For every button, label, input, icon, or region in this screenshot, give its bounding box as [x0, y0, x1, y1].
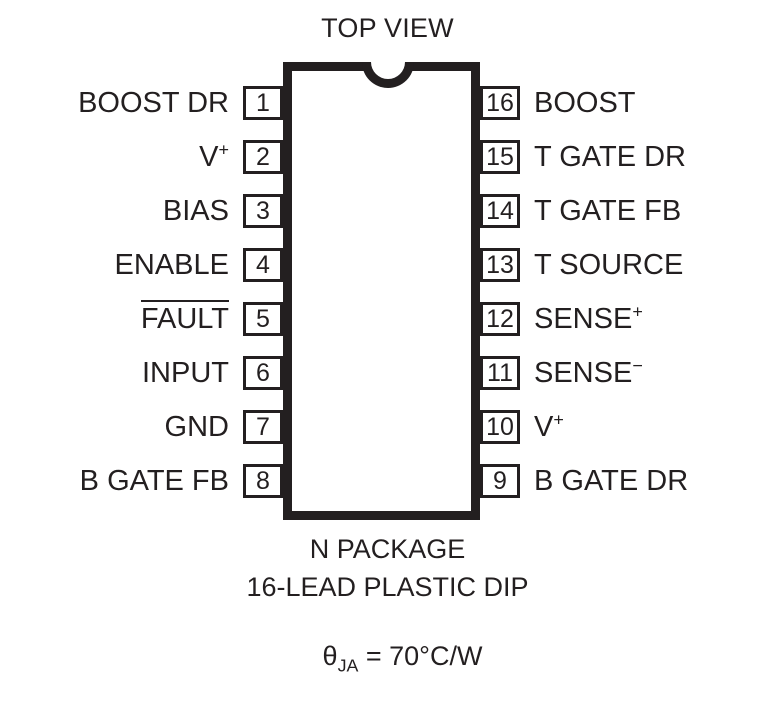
package-name: N PACKAGE: [309, 534, 466, 564]
pin-label: INPUT: [142, 357, 229, 389]
pin-row[interactable]: B GATE FB 8: [0, 464, 283, 498]
pin-label: T SOURCE: [534, 249, 684, 281]
pin-label: B GATE FB: [79, 465, 229, 497]
pin-number-box[interactable]: 9: [480, 464, 520, 498]
pin-row[interactable]: ENABLE 4: [0, 248, 283, 282]
pin-row[interactable]: V+ 2: [0, 140, 283, 174]
pin-label: GND: [164, 411, 229, 443]
pin-label: BOOST: [534, 87, 636, 119]
pin-number-box[interactable]: 3: [243, 194, 283, 228]
pin-row[interactable]: 15 T GATE DR: [480, 140, 775, 174]
pin-row[interactable]: 16 BOOST: [480, 86, 775, 120]
pin-label: BOOST DR: [78, 87, 229, 119]
pin-number-box[interactable]: 1: [243, 86, 283, 120]
pin-label: V+: [534, 409, 564, 443]
pin-row[interactable]: BIAS 3: [0, 194, 283, 228]
thermal-subscript: JA: [337, 655, 359, 676]
pin-number-box[interactable]: 2: [243, 140, 283, 174]
pin-number-box[interactable]: 16: [480, 86, 520, 120]
polarity-superscript: +: [218, 139, 230, 160]
pin-label: B GATE DR: [534, 465, 689, 497]
pin-row[interactable]: 10 V+: [480, 410, 775, 444]
pin-label: SENSE−: [534, 355, 643, 389]
pin-label: BIAS: [162, 195, 229, 227]
pin-label: T GATE FB: [534, 195, 682, 227]
pin-label: ENABLE: [114, 249, 229, 281]
polarity-superscript: +: [553, 409, 564, 430]
pin-row[interactable]: 14 T GATE FB: [480, 194, 775, 228]
thermal-resistance: θJA = 70°C/W: [0, 610, 775, 703]
pin-label: FAULT: [140, 300, 243, 336]
package-description: 16-LEAD PLASTIC DIP: [246, 572, 529, 602]
pin-row[interactable]: 13 T SOURCE: [480, 248, 775, 282]
chip-body-outline: [283, 62, 480, 520]
pin-number-box[interactable]: 4: [243, 248, 283, 282]
pin-row[interactable]: GND 7: [0, 410, 283, 444]
pin-row[interactable]: BOOST DR 1: [0, 86, 283, 120]
pin-number-box[interactable]: 6: [243, 356, 283, 390]
pin-number-box[interactable]: 12: [480, 302, 520, 336]
pin-label: T GATE DR: [534, 141, 686, 173]
pin-number-box[interactable]: 5: [243, 302, 283, 336]
pin-label: V+: [199, 139, 230, 173]
pin-number-box[interactable]: 7: [243, 410, 283, 444]
pin-row[interactable]: 9 B GATE DR: [480, 464, 775, 498]
thermal-symbol: θ: [322, 641, 338, 671]
active-low-overline: FAULT: [140, 300, 229, 335]
pin-row[interactable]: 12 SENSE+: [480, 302, 775, 336]
polarity-superscript: −: [632, 355, 643, 376]
pin-row[interactable]: 11 SENSE−: [480, 356, 775, 390]
pin-number-box[interactable]: 14: [480, 194, 520, 228]
pin-number-box[interactable]: 13: [480, 248, 520, 282]
thermal-value: = 70°C/W: [358, 641, 483, 671]
pin-row[interactable]: INPUT 6: [0, 356, 283, 390]
pin-label: SENSE+: [534, 301, 643, 335]
page-title: TOP VIEW: [321, 13, 454, 43]
pin-number-box[interactable]: 11: [480, 356, 520, 390]
pin-number-box[interactable]: 10: [480, 410, 520, 444]
pin-number-box[interactable]: 8: [243, 464, 283, 498]
polarity-superscript: +: [632, 301, 643, 322]
pin-number-box[interactable]: 15: [480, 140, 520, 174]
pin-row[interactable]: FAULT 5: [0, 300, 283, 336]
